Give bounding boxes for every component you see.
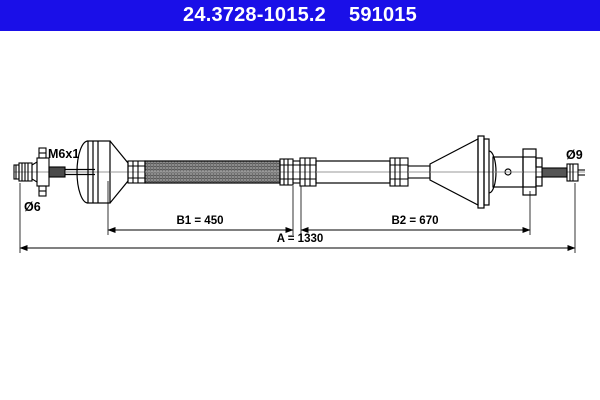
cable-assembly-drawing: M6x1 Ø6 <box>13 135 585 253</box>
cable-sheath <box>144 160 281 184</box>
dimension-b1-label: B1 = 450 <box>177 215 224 227</box>
right-diameter-label: Ø9 <box>566 148 583 162</box>
right-body <box>492 148 543 196</box>
left-diameter-label: Ø6 <box>24 200 41 214</box>
m6-threaded-rod <box>48 166 95 178</box>
right-stem <box>407 165 431 179</box>
thread-label: M6x1 <box>48 147 79 161</box>
dimension-a <box>19 183 576 253</box>
right-end-rod <box>541 163 585 182</box>
left-end-fitting <box>13 147 50 197</box>
dimension-a-label: A = 1330 <box>277 233 324 245</box>
technical-drawing-canvas: M6x1 Ø6 <box>0 31 600 400</box>
page-title: 24.3728-1015.2 591015 <box>183 4 417 26</box>
header-bar: 24.3728-1015.2 591015 <box>0 0 600 31</box>
dimension-b2-label: B2 = 670 <box>392 215 439 227</box>
right-cone <box>429 138 479 206</box>
dimension-b2 <box>300 186 531 235</box>
dimension-b1 <box>107 181 294 235</box>
outer-tube <box>315 160 391 184</box>
